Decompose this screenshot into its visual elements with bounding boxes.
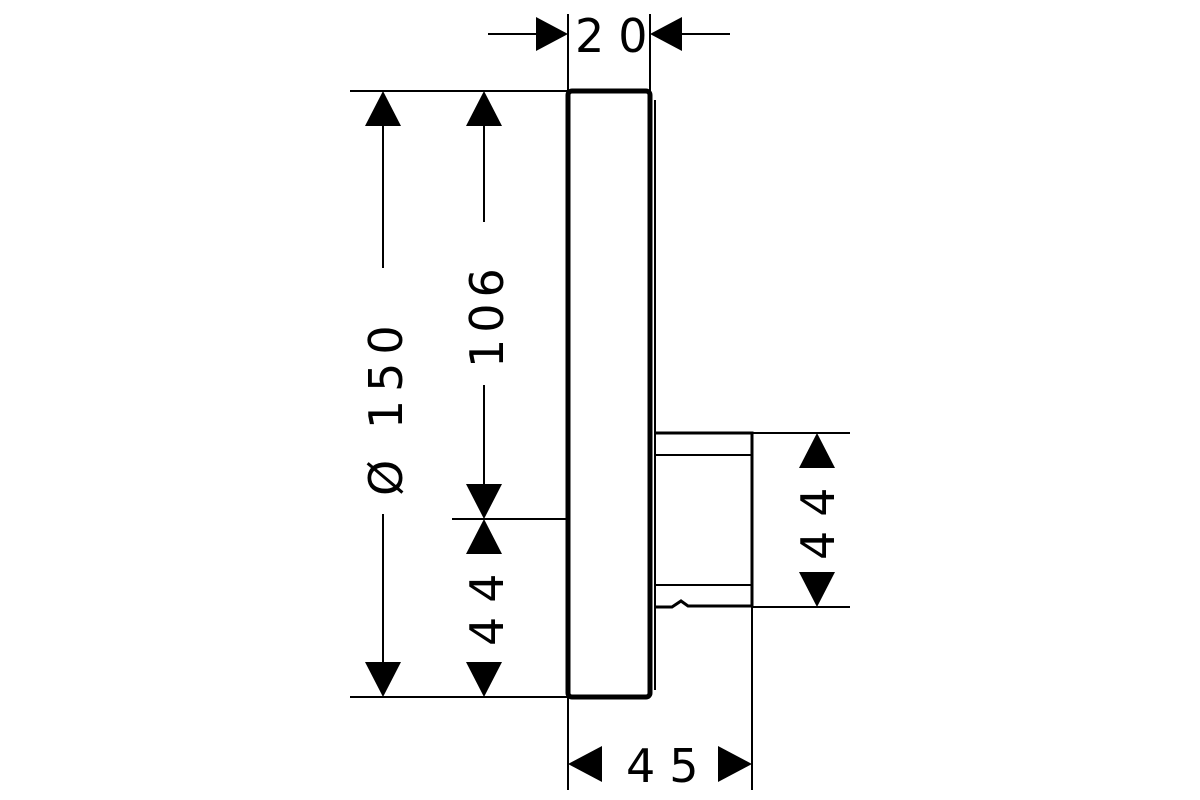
arrow-top-left [536,17,568,51]
arrow-top-right [650,17,682,51]
arrow-106-bottom [466,484,502,519]
arrow-44-left-bottom [466,662,502,697]
arrow-106-top [466,91,502,126]
arrow-bottom-left [568,746,602,782]
dim-label-right-height: 44 [791,473,845,560]
connector-body [655,431,754,609]
dim-label-bottom-depth: 45 [626,739,713,793]
dim-label-top-width: 20 [575,9,662,63]
arrow-bottom-right [718,746,752,782]
arrow-diameter-top [365,91,401,126]
arrow-44-left-top [466,519,502,554]
arrow-44-right-bottom [799,572,835,607]
dim-label-outer-diameter: Ø 150 [359,317,413,496]
plate-outline [565,88,653,700]
dim-label-inner-height: 106 [460,262,514,368]
dim-label-lower-offset: 44 [460,559,514,646]
arrow-diameter-bottom [365,662,401,697]
arrow-44-right-top [799,433,835,468]
